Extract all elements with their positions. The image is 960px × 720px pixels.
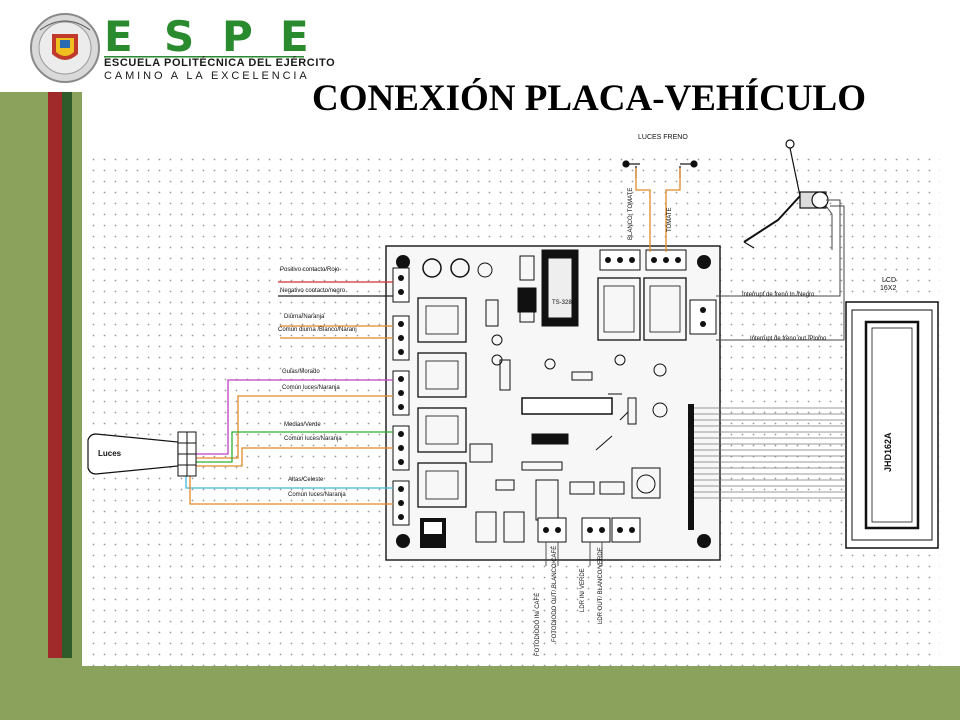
relay-column xyxy=(417,297,467,508)
lcd-display xyxy=(845,301,939,549)
wire-label: Común diurna /Blanco/Naranj xyxy=(278,327,357,333)
institution-name: ESCUELA POLITÉCNICA DEL EJÉRCITO xyxy=(104,57,336,69)
sensor-label: LDR OUT/ BLANCO/VERDE xyxy=(598,547,604,624)
sensor-label: FOTODIODO IN/ CAFÉ xyxy=(535,592,541,656)
wordmark-letter: S xyxy=(164,12,195,61)
wordmark-letter: P xyxy=(222,12,253,61)
right-green-edge xyxy=(940,666,960,720)
wire-label: Guias/Morado xyxy=(282,369,320,375)
bottom-sensor-wires xyxy=(545,542,603,566)
board-components xyxy=(422,249,668,543)
left-decorative-stripe xyxy=(0,92,82,720)
brake-lights-label: LUCES FRENO xyxy=(638,134,688,141)
wire-label: Medias/Verde xyxy=(284,422,321,428)
brake-switch-symbol xyxy=(622,160,698,178)
lcd-model-label: JHD162A xyxy=(883,432,893,472)
espe-wordmark-underline xyxy=(104,56,304,58)
board-left-connectors xyxy=(392,267,410,526)
wordmark-letter: E xyxy=(104,12,133,61)
brake-in-label: Interrupt de freno In./Negro xyxy=(742,292,815,298)
bottom-green-band xyxy=(0,666,960,720)
brake-out-label: Interrupt de freno out./Plomo xyxy=(750,336,827,342)
board-bottom-connectors xyxy=(420,517,641,548)
wire-label: Común luces/Naranja xyxy=(288,492,346,498)
brake-sensor-wires xyxy=(716,199,845,341)
wire-label: Altas/Celeste xyxy=(288,477,324,483)
espe-seal-logo xyxy=(30,13,100,83)
lcd-ribbon-wires xyxy=(694,407,846,499)
lcd-label: LCD xyxy=(882,277,897,284)
wire-label: Positivo contacto/Rojo- xyxy=(280,267,342,273)
wire-label: Común luces/Naranja xyxy=(284,436,342,442)
brake-wires xyxy=(635,168,681,252)
lcd-pin-header xyxy=(688,404,694,530)
luces-connector-label: Luces xyxy=(98,449,122,458)
wire-color-label: BLANCO/ TOMATE xyxy=(628,187,634,240)
sensor-label: FOTODIODO OUT/ BLANCO/CAFÉ xyxy=(552,545,558,642)
wire-label: Diurna/Naranja xyxy=(284,314,325,320)
sensor-label: LDR IN/ VERDE xyxy=(580,568,586,612)
lights-connector-icon xyxy=(87,431,197,477)
regulator-label: TS-328 xyxy=(552,300,572,306)
board-top-connectors xyxy=(599,249,717,335)
wire-color-label: TOMATE xyxy=(667,207,673,232)
slide-title: CONEXIÓN PLACA-VEHÍCULO xyxy=(312,78,867,119)
institution-motto: CAMINO A LA EXCELENCIA xyxy=(104,70,310,82)
relay-pair-top-right xyxy=(597,277,687,341)
wordmark-letter: E xyxy=(280,12,309,61)
left-harness-wires xyxy=(185,281,393,505)
espe-wordmark: E S P E xyxy=(104,14,314,62)
lcd-size-label: 16X2 xyxy=(880,285,897,292)
wire-label: Común luces/Naranja xyxy=(282,385,340,391)
wire-label: Negativo contacto/negro xyxy=(280,288,346,294)
